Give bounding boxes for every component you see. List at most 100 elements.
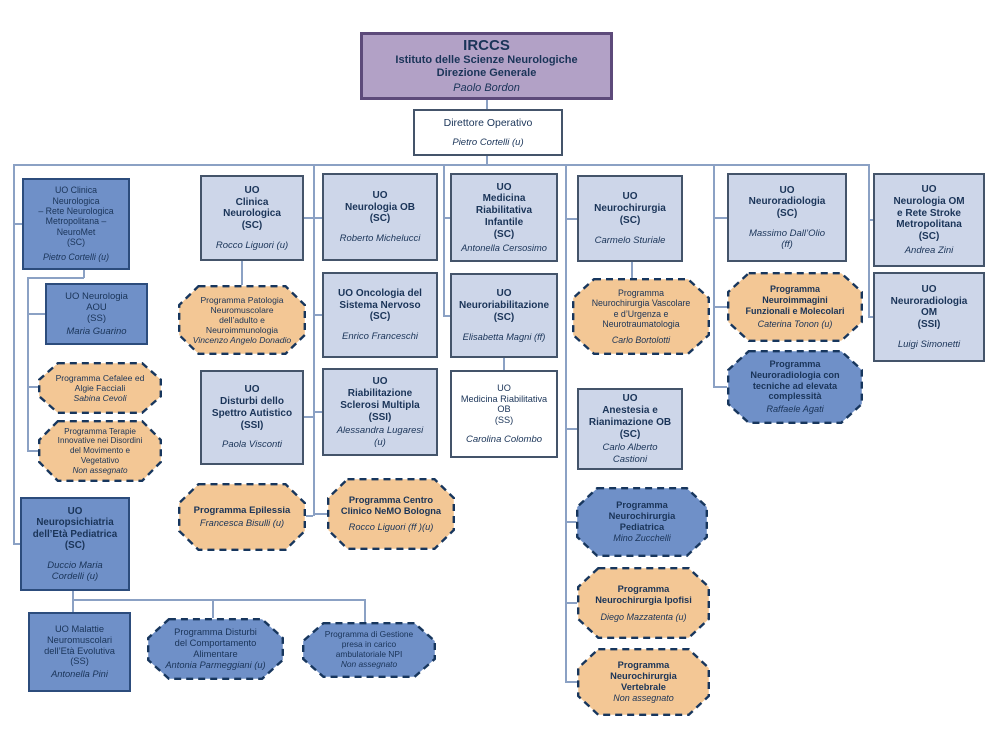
box-title: Programma Neuroimmagini Funzionali e Mol… [745, 284, 845, 316]
org-box-autistico: UO Disturbi dello Spettro Autistico (SSI… [200, 370, 304, 465]
box-title: UO Neuroradiologia (SC) [748, 184, 826, 220]
org-box-nch-pediatrica: Programma Neurochirurgia Pediatrica Mino… [576, 487, 708, 557]
org-box-cefalee: Programma Cefalee ed Algie Facciali Sabi… [38, 362, 162, 414]
connector-line [713, 217, 727, 219]
box-person: Rocco Liguori (u) [215, 239, 289, 251]
org-box-nemo: Programma Centro Clinico NeMO Bologna Ro… [327, 478, 455, 550]
octagon-shape [302, 622, 436, 678]
org-box-nch-vascolare: Programma Neurochirurgia Vascolare e d’U… [572, 278, 710, 355]
org-box-clinica: UO Clinica Neurologica (SC) Rocco Liguor… [200, 175, 304, 261]
box-person: Carmelo Sturiale [594, 234, 666, 246]
connector-line [304, 416, 313, 418]
org-box-riab-infantile: UO Medicina Riabilitativa Infantile (SC)… [450, 173, 558, 262]
box-title: UO Clinica Neurologica (SC) [223, 184, 281, 232]
org-box-neuroriab: UO Neuroriabilitazione (SC) Elisabetta M… [450, 273, 558, 358]
org-box-nch-vertebrale: Programma Neurochirurgia Vertebrale Non … [577, 648, 710, 716]
box-title: UO Clinica Neurologica – Rete Neurologic… [38, 185, 114, 248]
org-box-neurologia-om: UO Neurologia OM e Rete Stroke Metropoli… [873, 173, 985, 267]
octagon-shape [727, 272, 863, 342]
box-person: Non assegnato [72, 465, 128, 475]
box-person: Paolo Bordon [453, 82, 520, 95]
octagon-shape [572, 278, 710, 355]
box-person: Antonella Cersosimo [461, 242, 547, 253]
box-title: UO Medicina Riabilitativa Infantile (SC) [475, 181, 533, 240]
connector-line [364, 599, 366, 622]
octagon-shape [727, 350, 863, 424]
connector-line [241, 261, 243, 285]
octagon-shape [147, 618, 284, 680]
connector-line [27, 277, 29, 451]
connector-line [72, 599, 365, 601]
org-box-neuropsichiatria: UO Neuropsichiatria dell’Età Pediatrica … [20, 497, 130, 591]
connector-line [13, 543, 20, 545]
box-title: UO Neurologia OB (SC) [344, 189, 415, 225]
box-person: Andrea Zini [904, 244, 954, 256]
connector-line [503, 358, 505, 370]
box-title: Programma Neurochirurgia Vertebrale [610, 660, 677, 693]
box-title: Programma Neurochirurgia Vascolare e d’U… [591, 288, 691, 330]
connector-line [565, 164, 567, 682]
box-title: Programma Neurochirurgia Pediatrica [608, 500, 676, 533]
box-title: UO Neurologia OM e Rete Stroke Metropoli… [893, 183, 965, 243]
connector-line [83, 270, 85, 278]
box-title: UO Neuroriabilitazione (SC) [458, 288, 549, 323]
connector-line [486, 100, 488, 109]
org-box-neuroradiologia: UO Neuroradiologia (SC) Massimo Dall’Oli… [727, 173, 847, 262]
octagon-shape [577, 648, 710, 716]
connector-line [212, 599, 214, 618]
connector-line [631, 262, 633, 278]
box-title: UO Anestesia e Rianimazione OB (SC) [588, 393, 672, 440]
box-person: Pietro Cortelli (u) [452, 137, 524, 149]
box-person: Duccio Maria Cordelli (u) [47, 559, 103, 583]
box-person: Raffaele Agati [766, 404, 824, 415]
connector-line [443, 164, 445, 316]
connector-line [713, 164, 715, 387]
connector-line [713, 306, 727, 308]
org-box-oncologia: UO Oncologia del Sistema Nervoso (SC) En… [322, 272, 438, 358]
box-person: Maria Guarino [66, 326, 127, 338]
org-box-anestesia: UO Anestesia e Rianimazione OB (SC) Carl… [577, 388, 683, 470]
org-box-nr-tecniche: Programma Neuroradiologia con tecniche a… [727, 350, 863, 424]
box-person: Francesca Bisulli (u) [199, 518, 285, 529]
box-person: Carlo Alberto Castioni [602, 442, 658, 465]
box-person: Alessandra Lugaresi (u) [336, 425, 424, 448]
connector-line [313, 164, 315, 516]
connector-line [313, 314, 322, 316]
org-box-neuroradiologia-om: UO Neuroradiologia OM (SSI) Luigi Simone… [873, 272, 985, 362]
box-person: Caterina Tonon (u) [757, 319, 833, 330]
connector-line [306, 515, 313, 517]
box-title: Programma Neuroradiologia con tecniche a… [750, 358, 840, 402]
connector-line [13, 164, 868, 166]
box-title: IRCCS [463, 36, 510, 54]
connector-line [565, 602, 577, 604]
connector-line [713, 386, 727, 388]
connector-line [27, 277, 84, 279]
box-title: Programma Neurochirurgia Ipofisi [595, 583, 692, 605]
octagon-shape [576, 487, 708, 557]
connector-line [868, 219, 873, 221]
box-person: Luigi Simonetti [897, 338, 961, 350]
connector-line [313, 217, 322, 219]
connector-line [868, 316, 873, 318]
connector-line [304, 217, 313, 219]
connector-line [313, 411, 322, 413]
box-title: UO Oncologia del Sistema Nervoso (SC) [338, 287, 422, 323]
box-person: Massimo Dall’Olio (ff) [748, 227, 825, 251]
box-title: Programma Terapie Innovative nei Disordi… [57, 426, 143, 465]
box-person: Elisabetta Magni (ff) [462, 331, 546, 342]
box-title: UO Riabilitazione Sclerosi Multipla (SSI… [340, 376, 420, 423]
org-box-direttore: Direttore Operativo Pietro Cortelli (u) [413, 109, 563, 156]
box-title: UO Neuroradiologia OM (SSI) [890, 283, 968, 331]
org-box-sclerosi: UO Riabilitazione Sclerosi Multipla (SSI… [322, 368, 438, 456]
connector-line [27, 313, 45, 315]
box-person: Paola Visconti [221, 439, 283, 451]
connector-line [72, 591, 74, 612]
connector-line [565, 218, 577, 220]
org-box-epilessia: Programma Epilessia Francesca Bisulli (u… [178, 483, 306, 551]
box-title: UO Neuropsichiatria dell’Età Pediatrica … [32, 505, 118, 552]
box-title: UO Disturbi dello Spettro Autistico (SSI… [211, 384, 293, 431]
box-title: Programma Disturbi del Comportamento Ali… [174, 627, 257, 659]
connector-line [27, 386, 38, 388]
octagon-shape [178, 483, 306, 551]
